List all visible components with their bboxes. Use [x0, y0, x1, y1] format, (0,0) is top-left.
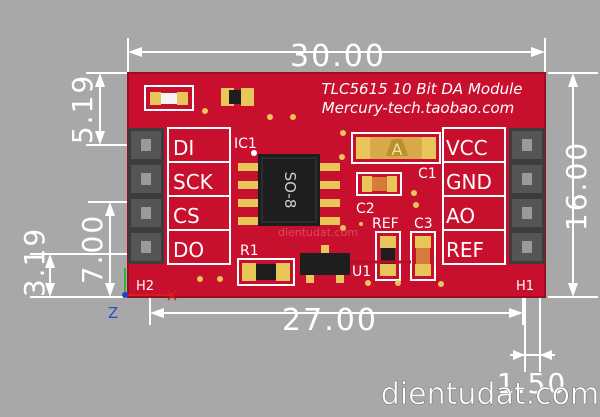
h1-label: H1 [516, 279, 534, 294]
ic-pin1-dot [251, 150, 257, 156]
axis-gizmo [122, 268, 177, 301]
left-header [128, 128, 164, 264]
dim-left-middle: 7.00 [76, 214, 109, 284]
right-pin-label: VCC [446, 136, 488, 160]
dim-top-width: 30.00 [290, 39, 386, 74]
ref-resistor [375, 231, 401, 281]
vias [197, 108, 444, 287]
u1-regulator [300, 245, 350, 283]
dim-bottom-right: 1.50 [497, 367, 567, 400]
right-pin-label: AO [446, 204, 475, 228]
right-pin-box [442, 127, 506, 265]
board-subtitle: Mercury-tech.taobao.com [322, 99, 515, 117]
board-title: TLC5615 10 Bit DA Module [321, 80, 522, 98]
svg-text:A: A [392, 140, 403, 159]
dim-left-top: 5.19 [66, 74, 99, 144]
left-pin-label: DO [173, 238, 204, 262]
ic-package-label: SO-8 [281, 172, 299, 209]
dimension-arrows [45, 47, 578, 360]
u1-label: U1 [352, 264, 371, 280]
right-pin-label: REF [446, 238, 484, 262]
ic-ref-label: IC1 [234, 136, 257, 152]
ref-label: REF [372, 216, 399, 232]
c2-label: C2 [356, 201, 375, 217]
left-pin-label: DI [173, 136, 194, 160]
c1-capacitor: A [351, 132, 441, 164]
left-pin-box [167, 127, 231, 265]
dim-right-height: 16.00 [560, 141, 593, 231]
left-pin-label: SCK [173, 170, 214, 194]
top-resistor [221, 88, 254, 106]
h2-label: H2 [136, 279, 154, 294]
c2-capacitor [356, 172, 402, 196]
right-header [509, 128, 545, 264]
c1-label: C1 [418, 166, 437, 182]
left-pin-label: CS [173, 204, 200, 228]
z-axis-label: Z [108, 304, 118, 322]
dim-left-bottom: 3.19 [18, 227, 51, 297]
right-pin-label: GND [446, 170, 492, 194]
c3-label: C3 [414, 216, 433, 232]
led-component [144, 85, 194, 111]
r1-resistor [237, 258, 295, 286]
dim-bottom-width: 27.00 [282, 303, 378, 338]
watermark-text: dientudat.com [381, 377, 599, 412]
pcb-watermark: dientudat.com [278, 226, 358, 239]
c3-capacitor [410, 231, 436, 281]
ic-chip [238, 154, 340, 226]
r1-label: R1 [240, 243, 259, 259]
